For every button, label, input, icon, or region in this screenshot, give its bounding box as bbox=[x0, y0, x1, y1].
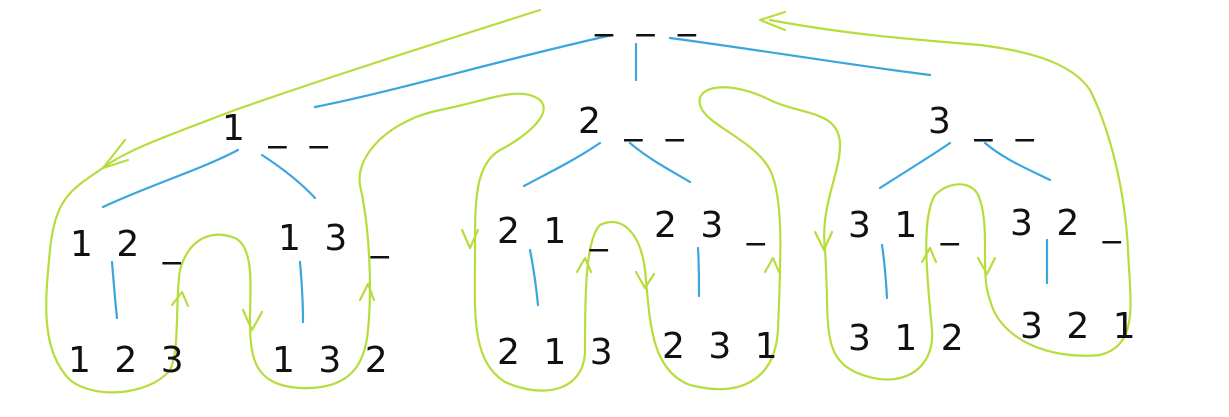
node-132: 1 3 2 bbox=[272, 340, 394, 381]
edge-1-12 bbox=[101, 148, 240, 209]
backtracking-trace bbox=[45, 8, 1132, 394]
arrow-head-1 bbox=[101, 138, 130, 170]
node-231: 2 3 1 bbox=[662, 326, 784, 367]
edge-2-23 bbox=[628, 141, 692, 184]
node-321: 3 2 1 bbox=[1020, 306, 1142, 347]
node-23: 2 3 _ bbox=[654, 205, 771, 246]
edge-3-31 bbox=[878, 141, 952, 190]
edge-31-312 bbox=[880, 243, 889, 300]
edge-1-13 bbox=[260, 153, 317, 200]
trace-path bbox=[45, 8, 1132, 394]
node-1: 1 _ _ bbox=[222, 108, 334, 149]
node-2: 2 _ _ bbox=[578, 101, 690, 142]
node-123: 1 2 3 bbox=[68, 340, 190, 381]
edge-23-231 bbox=[696, 246, 701, 298]
arrow-head-2 bbox=[241, 308, 264, 332]
arrow-head-9 bbox=[813, 230, 834, 252]
arrow-head-3 bbox=[170, 290, 190, 308]
node-3: 3 _ _ bbox=[928, 101, 1040, 142]
arrow-head-4 bbox=[358, 282, 376, 302]
edge-2-21 bbox=[522, 141, 602, 188]
arrow-head-11 bbox=[976, 256, 997, 276]
arrow-head-10 bbox=[920, 246, 938, 264]
edge-21-213 bbox=[528, 248, 540, 307]
edge-12-123 bbox=[110, 260, 119, 320]
node-12: 1 2 _ bbox=[70, 224, 187, 265]
node-21: 2 1 _ bbox=[497, 211, 614, 252]
arrow-head-12 bbox=[758, 10, 787, 32]
arrow-head-8 bbox=[763, 256, 781, 274]
arrow-head-7 bbox=[634, 270, 656, 290]
arrow-head-6 bbox=[575, 256, 593, 274]
tree-edges bbox=[101, 33, 1052, 324]
node-312: 3 1 2 bbox=[848, 318, 970, 359]
edge-root-1 bbox=[313, 33, 614, 109]
arrow-head-5 bbox=[460, 228, 480, 250]
edge-13-132 bbox=[298, 260, 305, 324]
node-213: 2 1 3 bbox=[497, 332, 619, 373]
node-31: 3 1 _ bbox=[848, 205, 965, 246]
node-13: 1 3 _ bbox=[278, 218, 395, 259]
node-32: 3 2 _ bbox=[1010, 203, 1127, 244]
node-root: _ _ _ bbox=[594, 0, 702, 37]
edge-root-3 bbox=[668, 36, 932, 77]
edge-3-32 bbox=[983, 141, 1052, 182]
tree-nodes: _ _ _ 1 _ _ 2 _ _ 3 _ _ 1 2 _ 1 3 _ 2 1 … bbox=[68, 0, 1142, 381]
